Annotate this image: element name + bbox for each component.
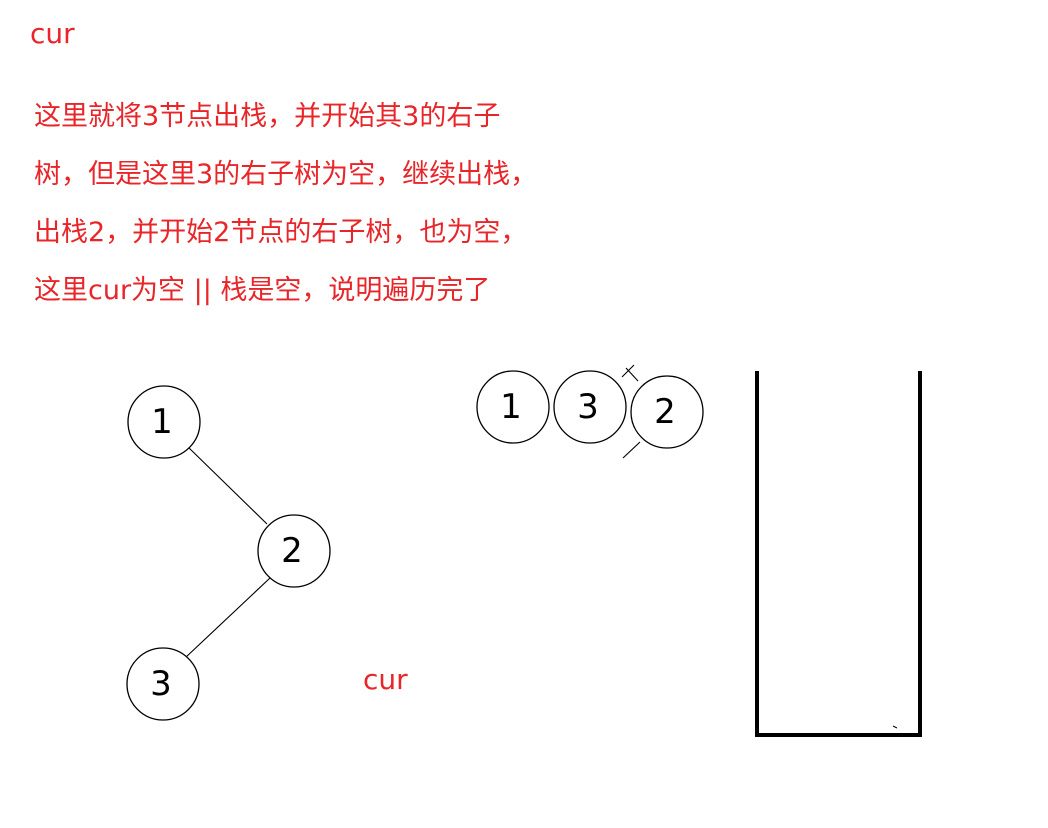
popped-node-2: 2 (630, 375, 704, 449)
binary-tree: 1 2 3 (126, 385, 331, 721)
popped-node-1: 1 (476, 370, 550, 444)
residual-stroke-bottom (622, 441, 641, 459)
explanation-line-1: 这里就将3节点出栈，并开始其3的右子 (34, 101, 501, 132)
explanation-line-2: 树，但是这里3的右子树为空，继续出栈， (34, 159, 538, 190)
residual-stroke-top-2 (625, 367, 639, 382)
stack-walls (755, 371, 922, 737)
residual-stroke-top (621, 364, 635, 378)
popped-sequence: 1 3 2 (476, 364, 704, 459)
stack-container (755, 371, 922, 737)
tree-node-1-label: 1 (151, 402, 173, 442)
explanation-line-3: 出栈2，并开始2节点的右子树，也为空， (34, 217, 528, 248)
popped-node-1-label: 1 (500, 387, 522, 427)
explanation-text: 这里就将3节点出栈，并开始其3的右子 树，但是这里3的右子树为空，继续出栈， 出… (34, 88, 537, 320)
tree-node-3: 3 (126, 647, 200, 721)
tree-node-1: 1 (127, 385, 201, 459)
cur-pointer-label: cur (363, 663, 408, 696)
tree-edge-2-3 (184, 577, 271, 659)
popped-node-3-label: 3 (577, 387, 599, 427)
tree-edge-1-2 (186, 445, 268, 525)
tree-node-2-label: 2 (281, 531, 303, 571)
tree-node-3-label: 3 (150, 664, 172, 704)
stack-speck (892, 725, 898, 729)
explanation-line-4: 这里cur为空 || 栈是空，说明遍历完了 (34, 275, 491, 306)
cur-label-top: cur (30, 17, 75, 50)
popped-node-2-label: 2 (654, 392, 676, 432)
popped-node-3: 3 (553, 370, 627, 444)
tree-node-2: 2 (257, 514, 331, 588)
